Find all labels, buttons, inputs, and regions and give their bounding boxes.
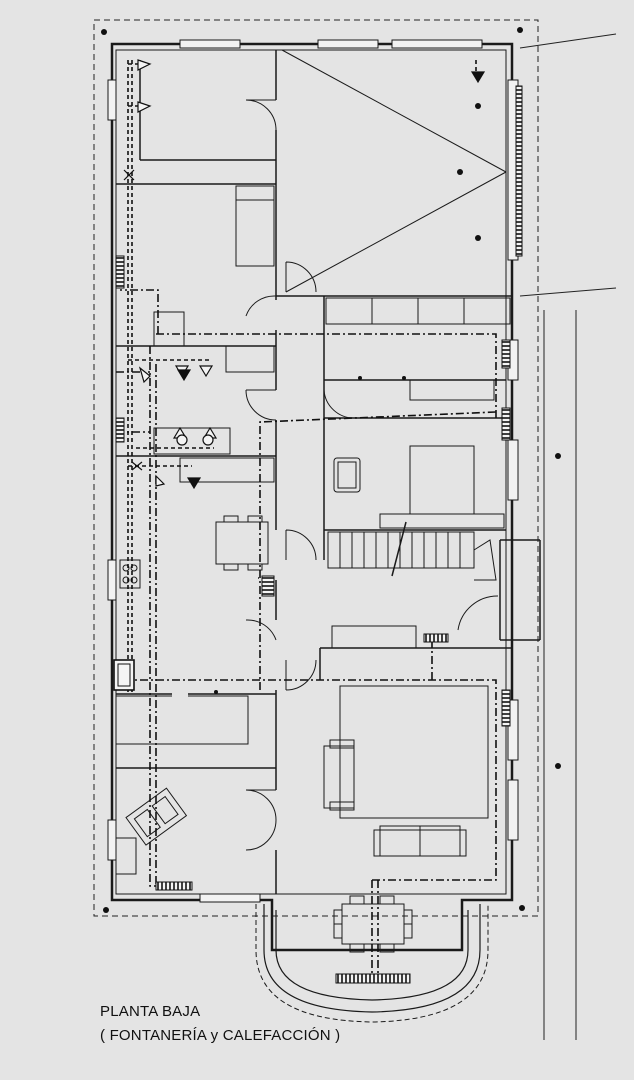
downspout-icon [475, 103, 481, 109]
plan-caption: PLANTA BAJA ( FONTANERÍA y CALEFACCIÓN ) [100, 1000, 340, 1048]
faucet-icon [202, 434, 214, 446]
downspouts [101, 27, 561, 913]
radiator-icon [335, 973, 411, 984]
exterior-walls [110, 42, 514, 1023]
openings [172, 690, 188, 698]
radiator-icon [115, 417, 125, 443]
site-lines [93, 19, 617, 1040]
faucet-icon [198, 365, 214, 378]
doors [245, 99, 499, 851]
radiators [115, 85, 523, 984]
radiator-icon [155, 881, 193, 891]
faucet-icon [176, 369, 192, 382]
faucet-icon [137, 101, 152, 113]
faucet-icon [137, 59, 152, 71]
radiator-icon [501, 407, 511, 441]
radiator-icon [515, 85, 523, 257]
water-pipes [127, 60, 477, 692]
downspout-icon [402, 376, 406, 380]
valve-icon [131, 461, 143, 471]
radiator-icon [115, 255, 125, 289]
plan-subtitle: ( FONTANERÍA y CALEFACCIÓN ) [100, 1027, 341, 1044]
faucet-icon [470, 71, 486, 84]
radiator-icon [501, 689, 511, 727]
boiler-icon [113, 659, 135, 691]
downspout-icon [519, 905, 525, 911]
faucet-icon [138, 366, 151, 384]
downspout-icon [103, 907, 109, 913]
stairs [327, 521, 497, 581]
downspout-icon [555, 453, 561, 459]
interior-walls [116, 50, 541, 894]
radiator-icon [261, 575, 275, 597]
radiator-icon [501, 339, 511, 369]
downspout-icon [555, 763, 561, 769]
downspout-icon [457, 169, 463, 175]
faucet-icon [186, 477, 202, 490]
radiator-icon [423, 633, 449, 643]
plan-title: PLANTA BAJA [100, 1003, 201, 1020]
downspout-icon [358, 376, 362, 380]
downspout-icon [517, 27, 523, 33]
downspout-icon [101, 29, 107, 35]
furniture [115, 185, 511, 953]
valve-icon [123, 169, 135, 181]
faucet-icon [176, 434, 188, 446]
downspout-icon [475, 235, 481, 241]
faucet-icon [155, 474, 166, 487]
void-diagonals [281, 49, 507, 293]
downspout-icon [214, 690, 218, 694]
windows [107, 39, 519, 903]
fixtures [123, 59, 486, 490]
heating-pipes [116, 289, 497, 980]
